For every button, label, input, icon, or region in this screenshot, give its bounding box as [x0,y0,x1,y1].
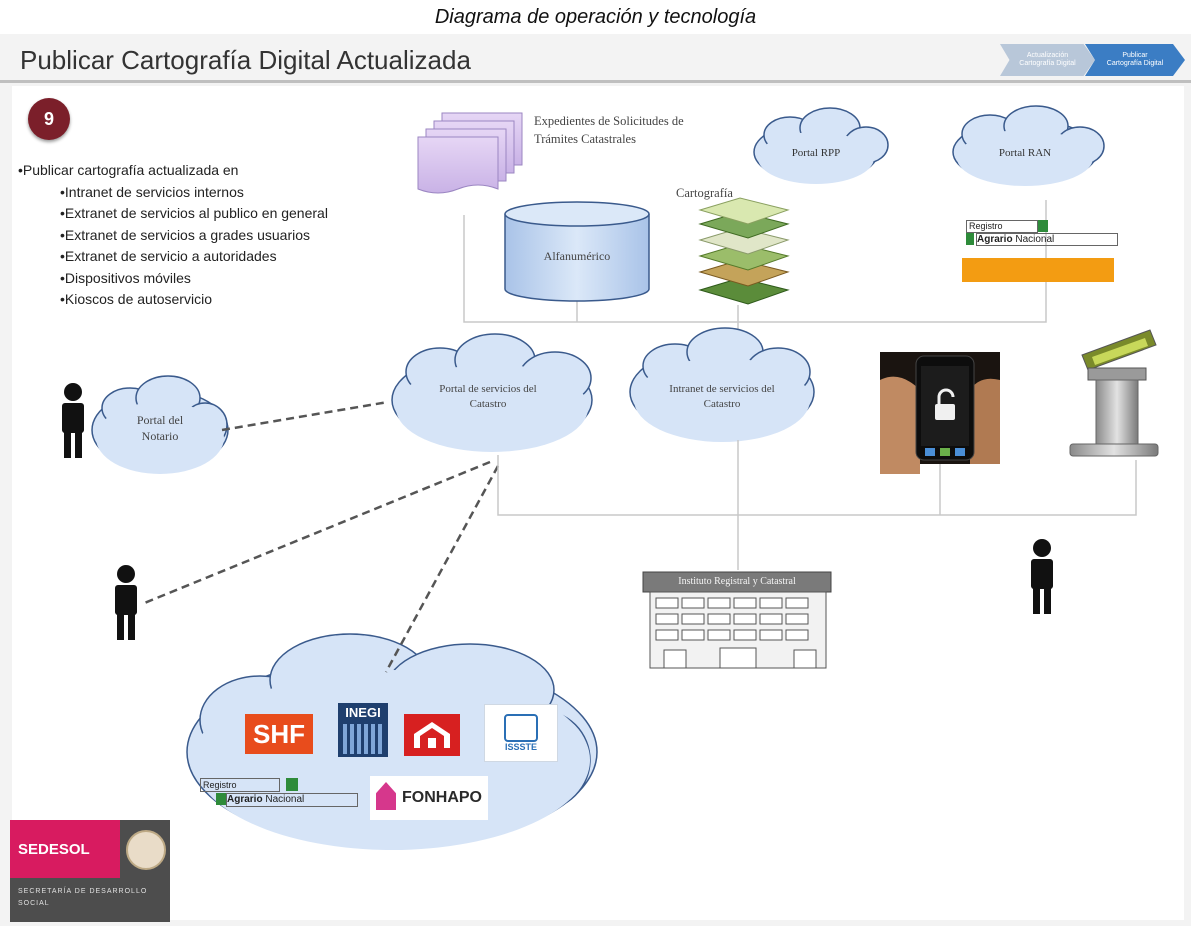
alfanumerico-database-icon [504,201,650,302]
ran-logo-cloud: Registro Agrario Nacional [200,778,360,807]
cloud-intranet [629,327,815,442]
issste-logo-text: ISSSTE [504,742,537,752]
sedesol-logo: SEDESOL SECRETARÍA DE DESARROLLO SOCIAL [10,820,170,922]
process-step-previous-label: Actualización Cartografía Digital [1019,52,1076,67]
dashed-connectors [141,400,500,673]
building-icon [642,571,832,669]
cloud-portal-servicios [391,333,593,452]
issste-logo: ISSSTE [484,704,558,762]
portal-servicios-label: Portal de servicios del Catastro [439,383,537,410]
mexico-seal-icon [126,830,166,870]
bullet-item: •Intranet de servicios internos [60,183,244,200]
person-icon [1031,539,1053,614]
alfanumerico-label: Alfanumérico [543,249,611,263]
expedientes-label: Expedientes de Solicitudes de Trámites C… [534,114,684,146]
orange-banner [962,258,1114,282]
kiosk-icon [1069,329,1159,457]
person-icon [115,565,137,640]
step-number-badge: 9 [28,98,70,140]
ran-logo-line2a: Agrario [977,234,1013,245]
inegi-logo: INEGI [338,703,388,757]
process-step-current-label: Publicar Cartografía Digital [1106,52,1164,67]
fonhapo-logo: FONHAPO [370,776,488,820]
cloud-portal-ran [952,105,1105,186]
bullet-item: •Extranet de servicio a autoridades [60,248,277,264]
ran-cloud-line2a: Agrario [227,794,263,805]
bullet-list: •Publicar cartografía actualizada en •In… [18,160,328,311]
bullet-item: •Extranet de servicios a grades usuarios [60,226,311,243]
fonhapo-symbol-icon [376,782,396,810]
shf-logo-text: SHF [253,718,305,749]
portal-notario-label: Portal del Notario [136,413,184,443]
shf-logo: SHF [245,714,313,754]
cartografia-layers-icon [698,197,790,305]
ran-logo-line1: Registro [969,221,1003,231]
diagram-banner: Diagrama de operación y tecnología [0,0,1191,34]
portal-ran-label: Portal RAN [999,147,1051,159]
portal-rpp-label: Portal RPP [792,147,841,159]
instituto-label: Instituto Registral y Catastral [678,576,796,587]
infonavit-house-icon [414,722,450,748]
expedientes-documents-icon [417,112,523,194]
cloud-portal-notario [91,375,229,474]
ran-logo-line2b: Nacional [1015,234,1055,245]
person-icon [62,383,84,458]
bullet-item: •Extranet de servicios al publico en gen… [60,205,328,221]
bullet-item: •Dispositivos móviles [60,269,191,286]
intranet-label: Intranet de servicios del Catastro [669,383,775,410]
fonhapo-logo-text: FONHAPO [402,789,482,806]
bullet-intro: •Publicar cartografía actualizada en [18,162,239,178]
page-title: Publicar Cartografía Digital Actualizada [20,45,471,75]
inegi-logo-text: INEGI [345,705,381,720]
infonavit-logo [404,714,460,756]
process-step-previous[interactable]: Actualización Cartografía Digital [1000,44,1095,76]
sedesol-logo-text: SEDESOL [18,840,90,858]
ran-cloud-line2b: Nacional [265,794,305,805]
network-bracket [497,440,1137,570]
process-step-current[interactable]: Publicar Cartografía Digital [1085,44,1185,76]
cartografia-label: Cartografía [676,186,733,200]
title-rule [0,80,1191,83]
ran-logo-top: Registro Agrario Nacional [966,220,1118,246]
bullet-item: •Kioscos de autoservicio [60,291,212,307]
mobile-phone-icon [880,352,1000,474]
sedesol-secretaria-text: SECRETARÍA DE DESARROLLO SOCIAL [18,888,148,907]
cloud-portal-rpp [753,107,889,184]
ran-cloud-line1: Registro [203,780,237,790]
